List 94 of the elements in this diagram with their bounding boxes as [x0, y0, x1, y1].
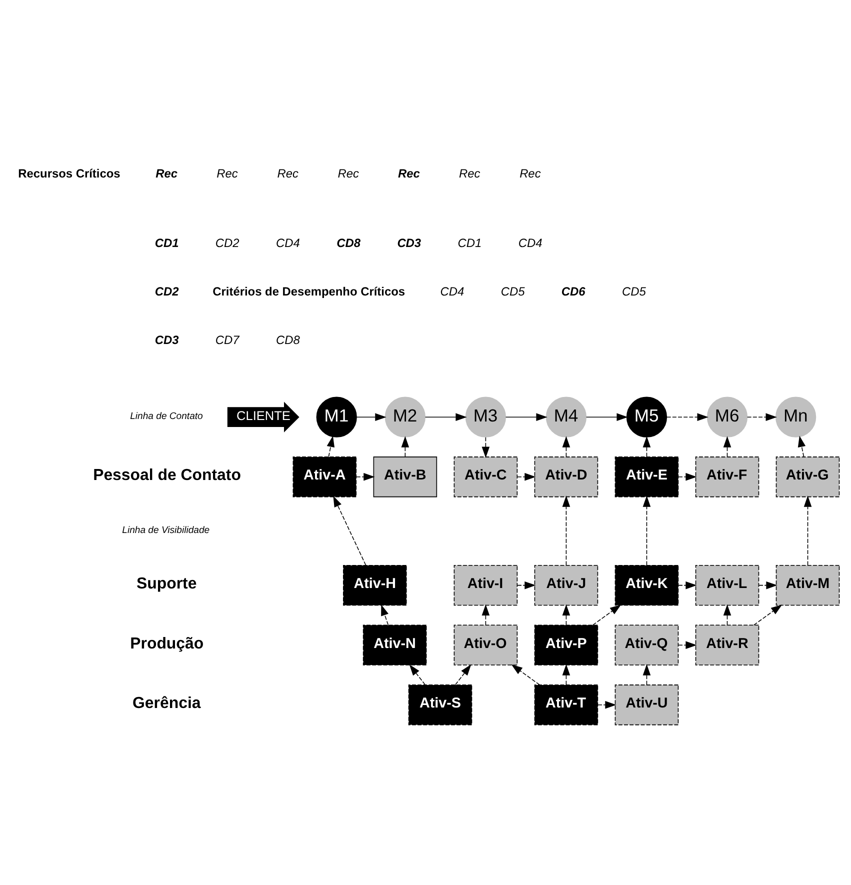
node-box: Ativ-P — [534, 624, 598, 665]
arrow — [804, 495, 812, 566]
label: CD8 — [276, 332, 300, 347]
node-box: Ativ-I — [454, 564, 518, 606]
label: Rec — [520, 166, 541, 180]
arrow — [356, 412, 386, 420]
arrow — [562, 436, 570, 457]
arrow — [723, 436, 732, 457]
arrow — [424, 412, 467, 420]
label: Critérios de Desempenho Críticos — [212, 284, 406, 298]
label: CD3 — [397, 235, 422, 250]
label: CD1 — [458, 235, 482, 250]
arrow — [586, 412, 628, 420]
node-circle: M2 — [384, 396, 426, 437]
arrow — [454, 664, 472, 685]
label: CD6 — [561, 284, 586, 298]
label: CD4 — [518, 235, 542, 250]
arrow — [326, 435, 335, 457]
node-box: Ativ-B — [373, 456, 438, 497]
label: CD2 — [154, 284, 179, 298]
label: Pessoal de Contato — [93, 466, 241, 484]
node-box: Ativ-U — [614, 684, 679, 725]
arrow — [562, 664, 570, 685]
label: Rec — [156, 166, 178, 180]
node-circle: M3 — [465, 396, 506, 437]
label: CD2 — [215, 235, 240, 250]
label: CD5 — [500, 284, 525, 298]
node-box: Ativ-T — [534, 684, 598, 725]
arrow — [758, 580, 778, 589]
label: CD5 — [622, 284, 646, 298]
arrow — [723, 604, 732, 625]
arrow — [598, 700, 616, 708]
node-box: Ativ-K — [614, 564, 679, 606]
label: Linha de Visibilidade — [122, 524, 210, 536]
arrow — [409, 664, 426, 685]
node-box: Ativ-F — [695, 456, 760, 497]
arrow — [798, 435, 806, 457]
label: CD1 — [154, 235, 179, 250]
arrow — [642, 436, 651, 457]
node-box: Ativ-E — [614, 456, 679, 497]
arrow — [666, 412, 708, 420]
arrow — [678, 472, 697, 480]
arrow — [753, 604, 782, 625]
label: Rec — [338, 166, 360, 180]
arrow — [401, 436, 410, 457]
node-box: Ativ-L — [695, 564, 760, 606]
label: Rec — [458, 166, 480, 180]
node-box: Ativ-Q — [614, 624, 679, 665]
label: Rec — [277, 166, 298, 180]
label: Linha de Contato — [130, 410, 203, 422]
arrow — [642, 664, 651, 685]
label: Gerência — [132, 694, 201, 712]
arrow — [482, 604, 490, 625]
label: CD4 — [276, 235, 300, 250]
arrow — [562, 604, 570, 625]
arrow — [517, 472, 536, 480]
arrow — [746, 412, 777, 420]
node-box: Ativ-C — [454, 456, 518, 497]
node-box: Ativ-O — [454, 624, 518, 665]
node-circle: Mn — [775, 396, 816, 437]
node-circle: M5 — [626, 396, 668, 437]
label: CD8 — [336, 235, 361, 250]
node-circle: M4 — [546, 396, 587, 437]
node-circle: M6 — [706, 396, 748, 437]
node-circle: M1 — [316, 396, 357, 437]
node-box: Ativ-H — [343, 564, 407, 606]
label: CD4 — [440, 284, 464, 298]
node-box: Ativ-M — [776, 564, 840, 606]
label: CD7 — [215, 332, 240, 347]
node-box: Ativ-R — [695, 624, 760, 665]
arrow — [517, 580, 536, 589]
node-box: Ativ-A — [292, 456, 357, 497]
node-box: Ativ-J — [534, 564, 598, 606]
arrow — [356, 472, 375, 480]
node-box: Ativ-N — [362, 624, 427, 665]
label: Suporte — [136, 574, 197, 592]
arrow — [592, 604, 622, 625]
arrow — [381, 604, 389, 625]
arrow — [642, 495, 651, 566]
label: Recursos Críticos — [18, 166, 120, 180]
node-box: Ativ-D — [534, 456, 598, 497]
arrow — [511, 664, 540, 685]
arrow — [505, 412, 548, 420]
label: CD3 — [154, 332, 179, 347]
arrow — [333, 495, 366, 566]
arrow — [562, 495, 570, 566]
node-box: Ativ-S — [408, 684, 472, 725]
arrow — [482, 436, 490, 458]
label: Rec — [398, 166, 420, 180]
label: Rec — [216, 166, 238, 180]
node-box: Ativ-G — [776, 456, 840, 497]
label: Produção — [130, 634, 204, 652]
arrow — [678, 640, 697, 648]
arrow — [678, 580, 697, 589]
